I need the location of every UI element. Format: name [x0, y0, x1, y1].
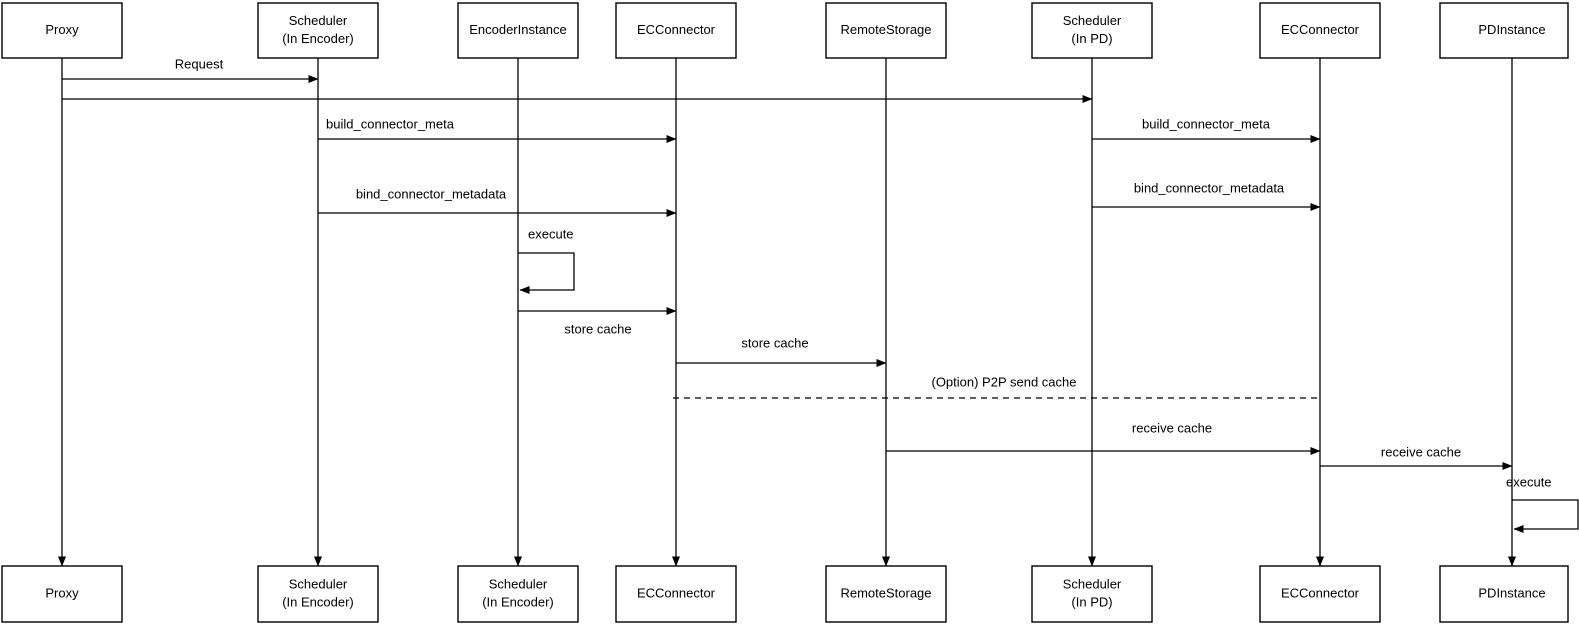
participant-label: PDInstance: [1478, 22, 1545, 37]
message-m6[interactable]: bind_connector_metadata: [1092, 180, 1321, 211]
message-label: store cache: [741, 335, 808, 350]
participant-label-line1: Scheduler: [289, 13, 348, 28]
participant-box-rect[interactable]: [1, 565, 123, 623]
participant-label: RemoteStorage: [840, 22, 931, 37]
participant-box-rect[interactable]: [825, 2, 947, 59]
participant-box-ecconn_pd-top[interactable]: ECConnector: [1259, 2, 1381, 59]
participant-label: ECConnector: [637, 22, 716, 37]
message-label: build_connector_meta: [326, 116, 455, 131]
message-label: (Option) P2P send cache: [931, 374, 1076, 389]
lifelines-layer: [58, 58, 1516, 567]
message-label: store cache: [564, 321, 631, 336]
self-message-label: execute: [1506, 474, 1552, 489]
participant-box-rect[interactable]: [257, 2, 379, 59]
participant-box-rect[interactable]: [257, 565, 379, 623]
participant-label: ECConnector: [1281, 22, 1360, 37]
self-message-label: execute: [528, 226, 574, 241]
participant-bottom-boxes: Proxy Scheduler (In Encoder) Scheduler (In E…: [1, 565, 1569, 623]
participant-box-encoder_inst-bottom[interactable]: Scheduler (In Encoder): [457, 565, 579, 623]
participant-label: ECConnector: [1281, 585, 1360, 600]
participant-box-ecconn_enc-bottom[interactable]: ECConnector: [615, 565, 737, 623]
message-m11[interactable]: receive cache: [886, 420, 1321, 455]
message-m4[interactable]: build_connector_meta: [1092, 116, 1321, 143]
self-message-s1[interactable]: execute: [518, 226, 575, 294]
message-m5[interactable]: bind_connector_metadata: [318, 186, 677, 217]
participant-box-sched_pd-top[interactable]: Scheduler (In PD): [1031, 2, 1153, 59]
participant-label: RemoteStorage: [840, 585, 931, 600]
message-label: Request: [175, 56, 224, 71]
messages-layer: Request build_connector_meta build_connect…: [62, 56, 1579, 533]
participant-box-rect[interactable]: [1259, 2, 1381, 59]
participant-box-rect[interactable]: [1439, 565, 1569, 623]
participant-box-proxy-top[interactable]: Proxy: [1, 2, 123, 59]
message-m8[interactable]: store cache: [518, 307, 677, 336]
participant-box-rect[interactable]: [1, 2, 123, 59]
participant-label-line1: Scheduler: [289, 576, 348, 591]
participant-label: Proxy: [45, 585, 79, 600]
participant-label: Proxy: [45, 22, 79, 37]
participant-label-line2: (In Encoder): [282, 31, 354, 46]
participant-box-sched_enc-top[interactable]: Scheduler (In Encoder): [257, 2, 379, 59]
participant-box-rect[interactable]: [615, 2, 737, 59]
participant-box-rect[interactable]: [457, 2, 579, 59]
participant-box-pd_inst-top[interactable]: PDInstance: [1439, 2, 1569, 59]
participant-box-ecconn_pd-bottom[interactable]: ECConnector: [1259, 565, 1381, 623]
message-label: receive cache: [1132, 420, 1212, 435]
participant-box-sched_pd-bottom[interactable]: Scheduler (In PD): [1031, 565, 1153, 623]
participant-box-ecconn_enc-top[interactable]: ECConnector: [615, 2, 737, 59]
participant-label-line1: Scheduler: [1063, 576, 1122, 591]
participant-label-line1: Scheduler: [489, 576, 548, 591]
participant-box-rect[interactable]: [1031, 2, 1153, 59]
message-label: receive cache: [1381, 444, 1461, 459]
participant-box-rect[interactable]: [615, 565, 737, 623]
participant-label: ECConnector: [637, 585, 716, 600]
participant-top-boxes: Proxy Scheduler (In Encoder) EncoderInstanc…: [1, 2, 1569, 59]
participant-label: PDInstance: [1478, 585, 1545, 600]
participant-label: EncoderInstance: [469, 22, 567, 37]
message-label: bind_connector_metadata: [356, 186, 507, 201]
participant-box-rect[interactable]: [1031, 565, 1153, 623]
message-m12[interactable]: receive cache: [1320, 444, 1513, 470]
message-m9[interactable]: store cache: [676, 335, 887, 367]
self-message-loop[interactable]: [518, 252, 575, 294]
participant-label-line2: (In PD): [1071, 31, 1112, 46]
participant-box-remote_store-top[interactable]: RemoteStorage: [825, 2, 947, 59]
participant-box-sched_enc-bottom[interactable]: Scheduler (In Encoder): [257, 565, 379, 623]
self-message-s2[interactable]: execute: [1506, 474, 1579, 533]
participant-box-proxy-bottom[interactable]: Proxy: [1, 565, 123, 623]
participant-label-line1: Scheduler: [1063, 13, 1122, 28]
participant-box-pd_inst-bottom[interactable]: PDInstance: [1439, 565, 1569, 623]
message-m10[interactable]: (Option) P2P send cache: [673, 374, 1322, 399]
message-m1[interactable]: Request: [62, 56, 319, 83]
participant-label-line2: (In Encoder): [282, 594, 354, 609]
participant-box-rect[interactable]: [1259, 565, 1381, 623]
participant-box-rect[interactable]: [1439, 2, 1569, 59]
participant-box-rect[interactable]: [825, 565, 947, 623]
self-message-loop[interactable]: [1512, 499, 1579, 533]
participant-box-rect[interactable]: [457, 565, 579, 623]
message-m3[interactable]: build_connector_meta: [318, 116, 677, 143]
participant-label-line2: (In PD): [1071, 594, 1112, 609]
message-label: bind_connector_metadata: [1134, 180, 1285, 195]
participant-box-remote_store-bottom[interactable]: RemoteStorage: [825, 565, 947, 623]
message-label: build_connector_meta: [1142, 116, 1271, 131]
participant-box-encoder_inst-top[interactable]: EncoderInstance: [457, 2, 579, 59]
participant-label-line2: (In Encoder): [482, 594, 554, 609]
